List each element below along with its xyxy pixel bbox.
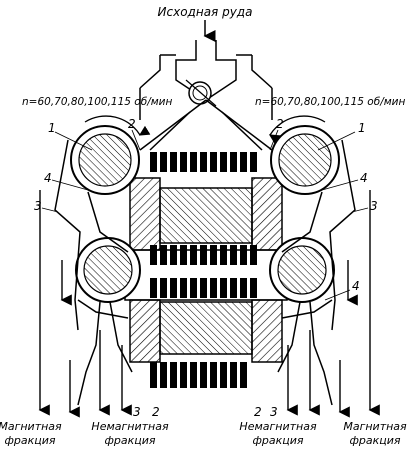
output-magnetic-left-1: Магнитная bbox=[0, 420, 62, 433]
output-magnetic-left-2: фракция bbox=[4, 434, 55, 447]
feed-hopper bbox=[139, 40, 273, 101]
output-magnetic-right-1: Магнитная bbox=[343, 420, 407, 433]
callout-1-right: 1 bbox=[358, 121, 366, 135]
output-nonmagnetic-left-1: Немагнитная bbox=[91, 420, 169, 433]
magnet-core bbox=[124, 177, 288, 363]
output-nonmagnetic-right-2: фракция bbox=[252, 434, 303, 447]
coil-top bbox=[150, 152, 257, 172]
drum-bottom-right bbox=[269, 237, 335, 303]
callout-2-bottom-left: 2 bbox=[152, 405, 160, 419]
callout-3-right: 3 bbox=[370, 199, 378, 213]
chutes bbox=[54, 139, 356, 406]
callout-3-left: 3 bbox=[34, 199, 42, 213]
callout-3-bottom-left: 3 bbox=[133, 405, 141, 419]
callout-leaders bbox=[41, 129, 369, 301]
output-nonmagnetic-right-1: Немагнитная bbox=[239, 420, 317, 433]
drum-top-right bbox=[268, 115, 340, 195]
callout-4-right: 4 bbox=[360, 171, 368, 185]
feed-title: Исходная руда bbox=[158, 5, 253, 19]
callout-3-bottom-right: 3 bbox=[270, 405, 278, 419]
output-nonmagnetic-left-2: фракция bbox=[104, 434, 155, 447]
coil-middle-upper bbox=[150, 245, 257, 265]
output-magnetic-right-2: фракция bbox=[349, 434, 400, 447]
callout-4-left: 4 bbox=[44, 171, 52, 185]
callout-2-bottom-right: 2 bbox=[254, 405, 262, 419]
callout-2-right: 2 bbox=[276, 117, 284, 131]
callout-4-lower-right: 4 bbox=[352, 279, 360, 293]
speed-label-left: n=60,70,80,100,115 об/мин bbox=[22, 96, 172, 108]
feed-roller bbox=[185, 79, 217, 107]
flow-arrows bbox=[38, 190, 380, 418]
drum-top-left bbox=[70, 115, 151, 195]
speed-label-right: n=60,70,80,100,115 об/мин bbox=[255, 96, 405, 108]
callout-1-left: 1 bbox=[48, 121, 56, 135]
coil-bottom bbox=[150, 362, 247, 388]
coil-middle-lower bbox=[150, 278, 257, 298]
distribution-plates bbox=[139, 88, 273, 151]
callout-2-left: 2 bbox=[128, 117, 136, 131]
drum-bottom-left bbox=[75, 237, 141, 303]
